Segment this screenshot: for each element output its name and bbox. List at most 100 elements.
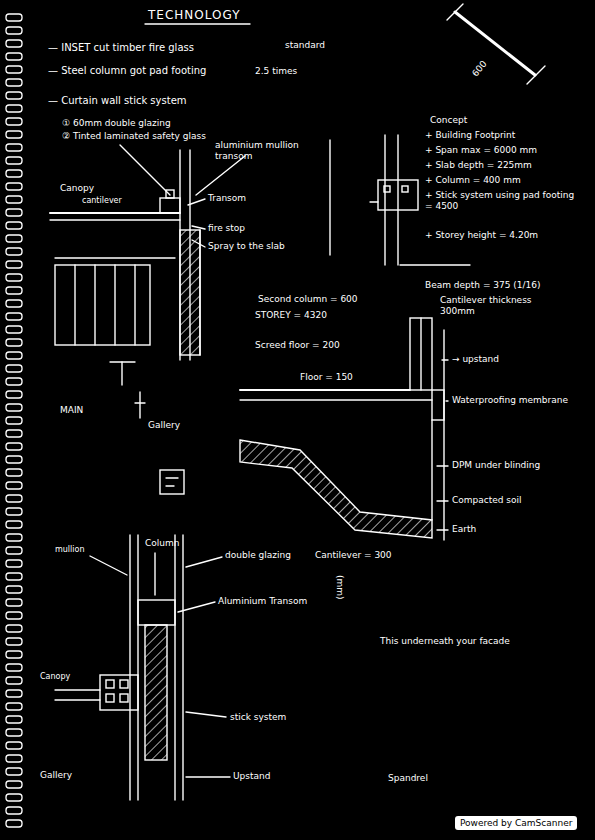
binding-ring xyxy=(6,326,22,333)
handwritten-note: Cantilever = 300 xyxy=(315,550,392,561)
binding-ring xyxy=(6,378,22,385)
binding-ring xyxy=(6,365,22,372)
handwritten-note: This underneath your facade xyxy=(380,636,510,647)
handwritten-note: STOREY = 4320 xyxy=(255,310,327,321)
small-sketch-icon xyxy=(160,470,184,494)
foundation-section xyxy=(240,318,448,540)
steel-beam-sketch xyxy=(447,4,545,84)
binding-ring xyxy=(6,781,22,788)
handwritten-note: ① 60mm double glazing xyxy=(62,118,171,129)
binding-ring xyxy=(6,651,22,658)
binding-ring xyxy=(6,456,22,463)
binding-ring xyxy=(6,313,22,320)
binding-ring xyxy=(6,807,22,814)
handwritten-note: 600 xyxy=(470,59,489,79)
handwritten-note: (mm) xyxy=(334,575,345,600)
handwritten-note: Screed floor = 200 xyxy=(255,340,340,351)
handwritten-note: Column xyxy=(145,538,179,549)
handwritten-note: fire stop xyxy=(208,223,245,234)
handwritten-note: Gallery xyxy=(40,770,72,781)
binding-ring xyxy=(6,417,22,424)
binding-ring xyxy=(6,40,22,47)
binding-ring xyxy=(6,469,22,476)
binding-ring xyxy=(6,547,22,554)
curtain-wall-section xyxy=(50,145,245,418)
handwritten-note: Waterproofing membrane xyxy=(452,395,568,406)
binding-ring xyxy=(6,534,22,541)
binding-ring xyxy=(6,183,22,190)
binding-ring xyxy=(6,287,22,294)
binding-ring xyxy=(6,625,22,632)
spiral-binding xyxy=(6,14,22,827)
handwritten-note: + Slab depth = 225mm xyxy=(425,160,532,171)
binding-ring xyxy=(6,729,22,736)
binding-ring xyxy=(6,209,22,216)
binding-ring xyxy=(6,79,22,86)
badge-text: Powered by CamScanner xyxy=(455,816,577,830)
binding-ring xyxy=(6,495,22,502)
binding-ring xyxy=(6,53,22,60)
binding-ring xyxy=(6,261,22,268)
binding-ring xyxy=(6,430,22,437)
handwritten-note: Compacted soil xyxy=(452,495,522,506)
binding-ring xyxy=(6,352,22,359)
binding-ring xyxy=(6,144,22,151)
binding-ring xyxy=(6,742,22,749)
binding-ring xyxy=(6,443,22,450)
binding-ring xyxy=(6,612,22,619)
handwritten-note: Floor = 150 xyxy=(300,372,353,383)
binding-ring xyxy=(6,248,22,255)
handwritten-note: stick system xyxy=(230,712,286,723)
handwritten-note: mullion xyxy=(55,545,85,555)
handwritten-note: + Column = 400 mm xyxy=(425,175,521,186)
handwritten-note: Upstand xyxy=(233,771,270,782)
handwritten-note: + Stick system using pad footing = 4500 xyxy=(425,190,575,212)
binding-ring xyxy=(6,157,22,164)
binding-ring xyxy=(6,235,22,242)
handwritten-note: cantilever xyxy=(82,196,122,206)
binding-ring xyxy=(6,703,22,710)
binding-ring xyxy=(6,482,22,489)
handwritten-note: DPM under blinding xyxy=(452,460,540,471)
handwritten-note: Concept xyxy=(430,115,467,126)
handwritten-note: Aluminium Transom xyxy=(218,596,307,607)
binding-ring xyxy=(6,755,22,762)
binding-ring xyxy=(6,118,22,125)
handwritten-note: Second column = 600 xyxy=(258,294,358,305)
facade-section xyxy=(55,535,230,800)
binding-ring xyxy=(6,404,22,411)
binding-ring xyxy=(6,638,22,645)
binding-ring xyxy=(6,105,22,112)
handwritten-note: 2.5 times xyxy=(255,66,297,77)
handwritten-note: Spray to the slab xyxy=(208,241,285,252)
handwritten-note: → upstand xyxy=(452,354,499,365)
handwritten-note: + Building Footprint xyxy=(425,130,515,141)
binding-ring xyxy=(6,716,22,723)
binding-ring xyxy=(6,586,22,593)
handwritten-note: Cantilever thickness 300mm xyxy=(440,295,565,317)
binding-ring xyxy=(6,521,22,528)
handwritten-note: — Curtain wall stick system xyxy=(48,95,187,107)
binding-ring xyxy=(6,664,22,671)
binding-ring xyxy=(6,14,22,21)
binding-ring xyxy=(6,196,22,203)
binding-ring xyxy=(6,573,22,580)
binding-ring xyxy=(6,170,22,177)
handwritten-note: Spandrel xyxy=(388,773,428,784)
binding-ring xyxy=(6,391,22,398)
binding-ring xyxy=(6,300,22,307)
handwritten-note: Canopy xyxy=(40,672,70,682)
handwritten-note: — Steel column got pad footing xyxy=(48,65,206,77)
binding-ring xyxy=(6,690,22,697)
handwritten-note: Gallery xyxy=(148,420,180,431)
handwritten-note: MAIN xyxy=(60,405,83,416)
binding-ring xyxy=(6,768,22,775)
binding-ring xyxy=(6,677,22,684)
binding-ring xyxy=(6,560,22,567)
binding-ring xyxy=(6,92,22,99)
binding-ring xyxy=(6,222,22,229)
binding-ring xyxy=(6,131,22,138)
scanner-badge: Powered by CamScanner xyxy=(455,816,577,830)
handwritten-note: Beam depth = 375 (1/16) xyxy=(425,280,541,291)
handwritten-note: — INSET cut timber fire glass xyxy=(48,42,194,54)
